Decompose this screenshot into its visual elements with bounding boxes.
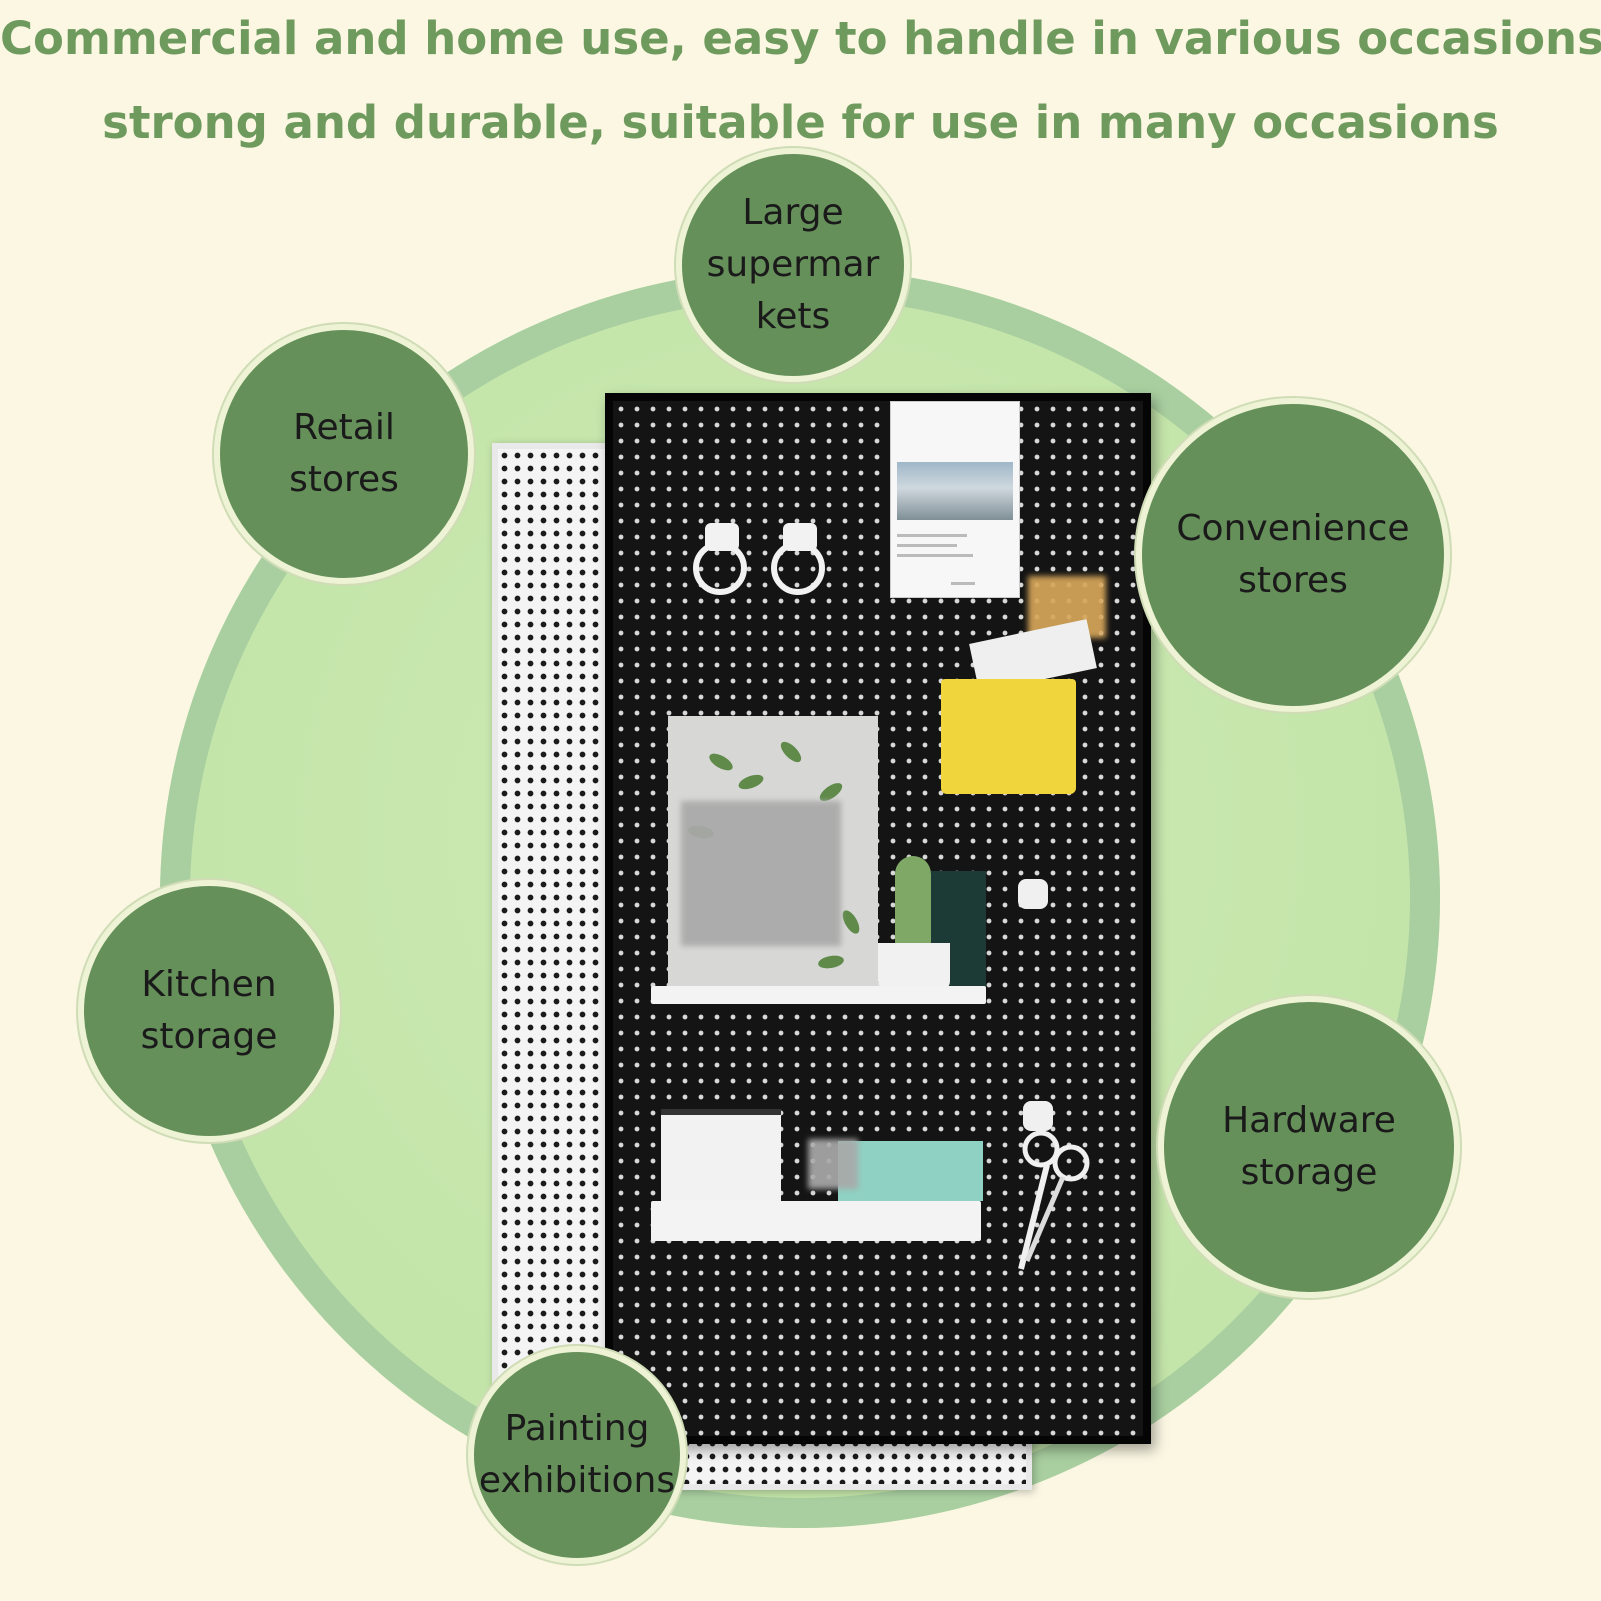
bubble-convenience-stores: Convenience stores <box>1136 398 1450 712</box>
ring-hook <box>771 541 825 595</box>
bubble-kitchen-storage: Kitchen storage <box>78 880 340 1142</box>
black-pegboard <box>605 393 1151 1444</box>
bubble-label: Retail stores <box>289 407 399 500</box>
bubble-large-supermarkets: Large supermar kets <box>676 148 910 382</box>
desk-calendar <box>661 1109 781 1207</box>
bubble-painting-exhibitions: Painting exhibitions <box>468 1346 686 1564</box>
cactus-pot <box>878 943 950 991</box>
shelf-upper <box>651 986 986 1004</box>
bubble-label: Hardware storage <box>1222 1100 1396 1193</box>
headline-line-1: Commercial and home use, easy to handle … <box>0 12 1601 65</box>
bubble-retail-stores: Retail stores <box>214 324 474 584</box>
headline-line-2: strong and durable, suitable for use in … <box>102 96 1499 149</box>
small-hook <box>1018 879 1048 909</box>
bubble-hardware-storage: Hardware storage <box>1158 996 1460 1298</box>
bubble-label: Convenience stores <box>1176 508 1410 601</box>
card-text-line <box>951 582 975 585</box>
card-photo <box>897 462 1013 520</box>
yellow-pocket <box>941 679 1076 794</box>
bubble-label: Large supermar kets <box>706 192 880 337</box>
blurred-item <box>808 1139 858 1189</box>
shelf-lower <box>651 1201 981 1241</box>
card-text-line <box>897 534 967 537</box>
teal-box <box>838 1141 983 1201</box>
bubble-label: Painting exhibitions <box>478 1408 676 1501</box>
card-text-line <box>897 554 973 557</box>
cactus <box>895 856 931 946</box>
bubble-label: Kitchen storage <box>140 964 278 1057</box>
scissors-icon <box>1018 1101 1090 1270</box>
photo-card <box>890 401 1020 598</box>
blurred-item <box>681 801 841 946</box>
card-text-line <box>897 544 957 547</box>
ring-hook <box>693 541 747 595</box>
